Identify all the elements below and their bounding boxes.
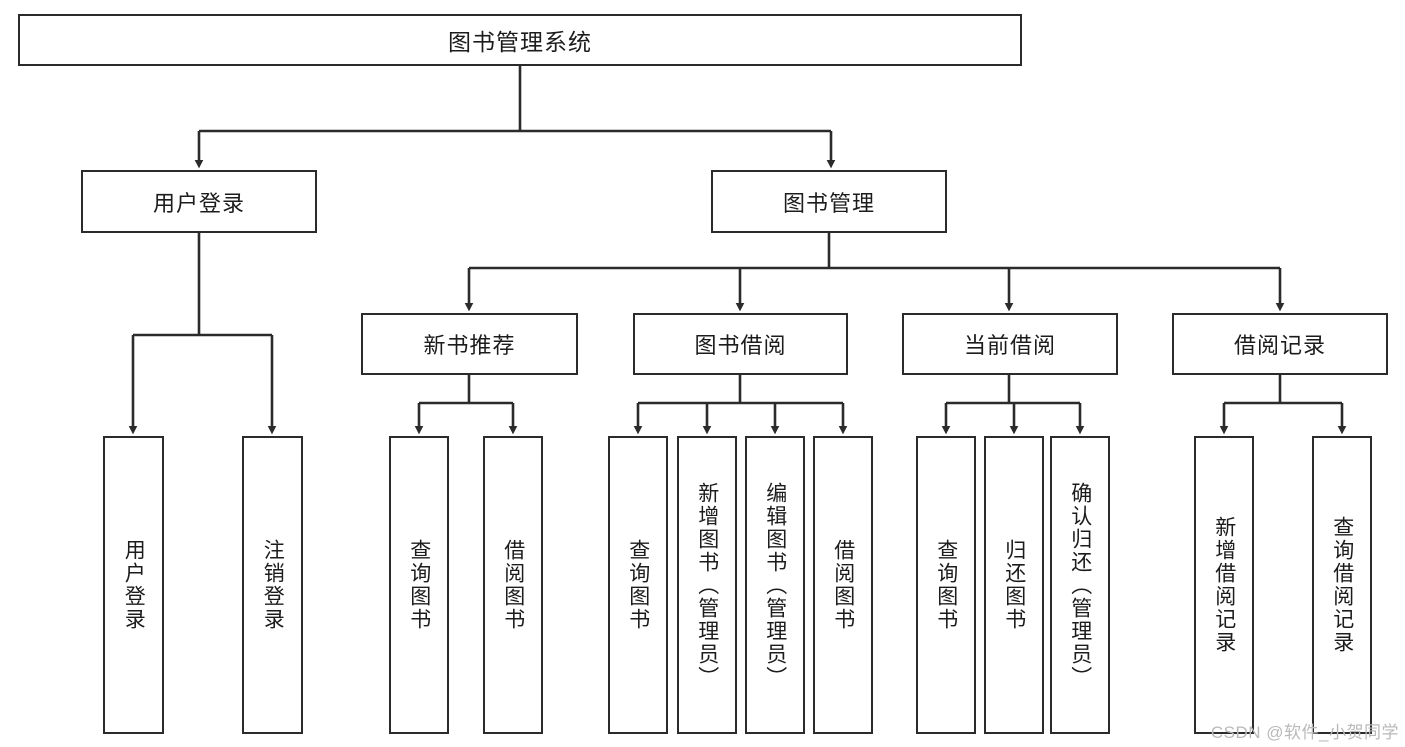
node-leaf-borrow-book[interactable]: 借阅图书 — [813, 436, 873, 734]
node-root[interactable]: 图书管理系统 — [18, 14, 1022, 66]
node-leaf-query-book-borrow[interactable]: 查询图书 — [608, 436, 668, 734]
node-leaf-query-book-rec[interactable]: 查询图书 — [389, 436, 449, 734]
leaf-label: 借阅图书 — [501, 539, 525, 631]
node-user-login[interactable]: 用户登录 — [81, 170, 317, 233]
node-leaf-edit-book-admin[interactable]: 编辑图书（管理员） — [745, 436, 805, 734]
node-book-borrow[interactable]: 图书借阅 — [633, 313, 848, 375]
node-leaf-add-borrow-record[interactable]: 新增借阅记录 — [1194, 436, 1254, 734]
node-current-borrow[interactable]: 当前借阅 — [902, 313, 1118, 375]
node-leaf-query-borrow-record[interactable]: 查询借阅记录 — [1312, 436, 1372, 734]
leaf-label: 查询图书 — [407, 539, 431, 631]
node-leaf-return-book[interactable]: 归还图书 — [984, 436, 1044, 734]
node-book-manage[interactable]: 图书管理 — [711, 170, 947, 233]
leaf-label: 新增图书（管理员） — [695, 481, 719, 689]
node-leaf-query-book-current[interactable]: 查询图书 — [916, 436, 976, 734]
leaf-label: 注销登录 — [261, 539, 285, 631]
watermark-text: CSDN @软件_小贺同学 — [1210, 723, 1399, 742]
node-leaf-borrow-book-rec[interactable]: 借阅图书 — [483, 436, 543, 734]
leaf-label: 归还图书 — [1002, 539, 1026, 631]
leaf-label: 用户登录 — [122, 539, 146, 631]
leaf-label: 查询借阅记录 — [1330, 516, 1354, 654]
node-new-book-recommend[interactable]: 新书推荐 — [361, 313, 578, 375]
node-leaf-confirm-return-admin[interactable]: 确认归还（管理员） — [1050, 436, 1110, 734]
node-borrow-record[interactable]: 借阅记录 — [1172, 313, 1388, 375]
leaf-label: 借阅图书 — [831, 539, 855, 631]
leaf-label: 编辑图书（管理员） — [763, 481, 787, 689]
node-leaf-user-logout[interactable]: 注销登录 — [242, 436, 303, 734]
leaf-label: 新增借阅记录 — [1212, 516, 1236, 654]
leaf-label: 确认归还（管理员） — [1068, 481, 1092, 689]
node-leaf-add-book-admin[interactable]: 新增图书（管理员） — [677, 436, 737, 734]
leaf-label: 查询图书 — [626, 539, 650, 631]
leaf-label: 查询图书 — [934, 539, 958, 631]
node-leaf-user-login[interactable]: 用户登录 — [103, 436, 164, 734]
